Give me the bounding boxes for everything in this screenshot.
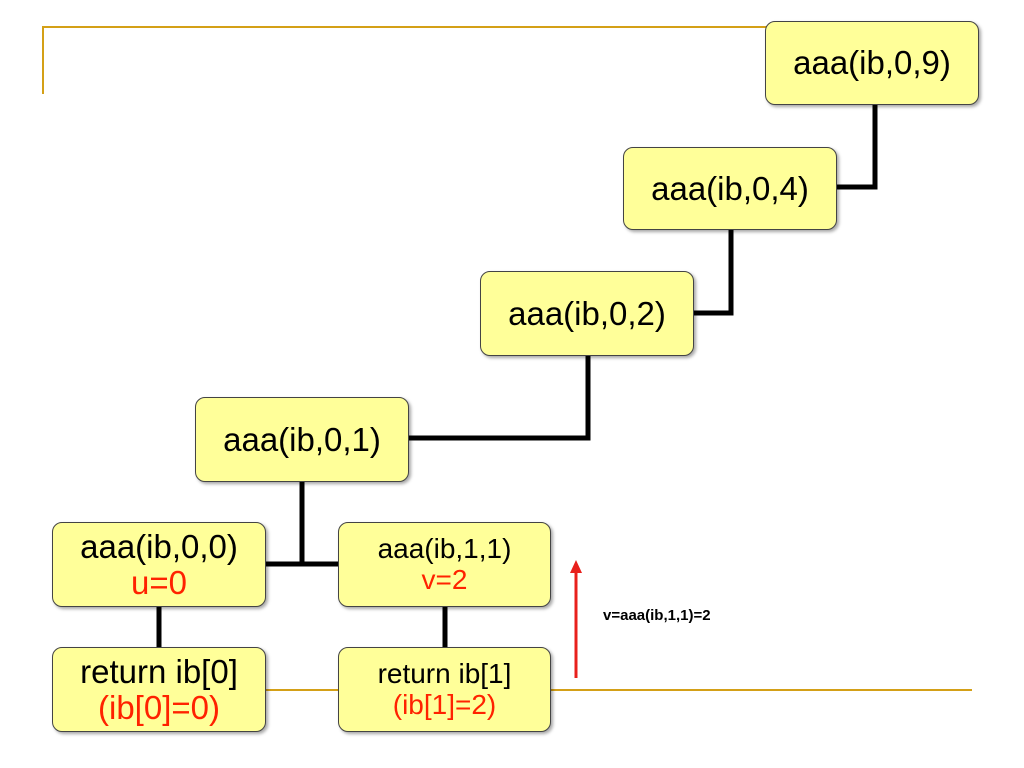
call-node-1-1-label: aaa(ib,1,1): [377, 533, 512, 565]
call-node-1-1: aaa(ib,1,1) v=2: [338, 522, 551, 607]
return-node-1-label: return ib[1]: [377, 658, 512, 690]
link-call-0-9-to-call-0-4: [837, 105, 878, 190]
top-rule-horizontal: [42, 26, 772, 28]
link-call-0-4-to-call-0-2: [694, 230, 734, 316]
call-node-0-2-label: aaa(ib,0,2): [508, 294, 666, 332]
return-node-1-result: (ib[1]=2): [392, 688, 497, 720]
call-node-0-0: aaa(ib,0,0) u=0: [52, 522, 266, 607]
call-node-0-2: aaa(ib,0,2): [480, 271, 694, 356]
call-node-0-4: aaa(ib,0,4): [623, 147, 837, 230]
call-node-0-9-label: aaa(ib,0,9): [793, 44, 951, 82]
link-call-0-2-to-call-0-1: [409, 356, 591, 441]
call-node-0-9: aaa(ib,0,9): [765, 21, 979, 105]
return-node-1: return ib[1] (ib[1]=2): [338, 647, 551, 732]
return-node-0: return ib[0] (ib[0]=0): [52, 647, 266, 732]
call-node-0-1: aaa(ib,0,1): [195, 397, 409, 482]
call-node-0-4-label: aaa(ib,0,4): [651, 169, 809, 207]
return-node-0-label: return ib[0]: [80, 652, 238, 690]
call-node-0-1-label: aaa(ib,0,1): [223, 420, 381, 458]
top-rule-vertical: [42, 26, 44, 94]
return-value-annotation: v=aaa(ib,1,1)=2: [603, 607, 711, 624]
up-arrow-icon: [570, 560, 582, 678]
return-node-0-result: (ib[0]=0): [98, 688, 220, 726]
call-node-1-1-result: v=2: [421, 563, 468, 595]
call-node-0-0-label: aaa(ib,0,0): [80, 527, 238, 565]
call-node-0-0-result: u=0: [131, 563, 187, 601]
bottom-rule: [264, 689, 972, 691]
